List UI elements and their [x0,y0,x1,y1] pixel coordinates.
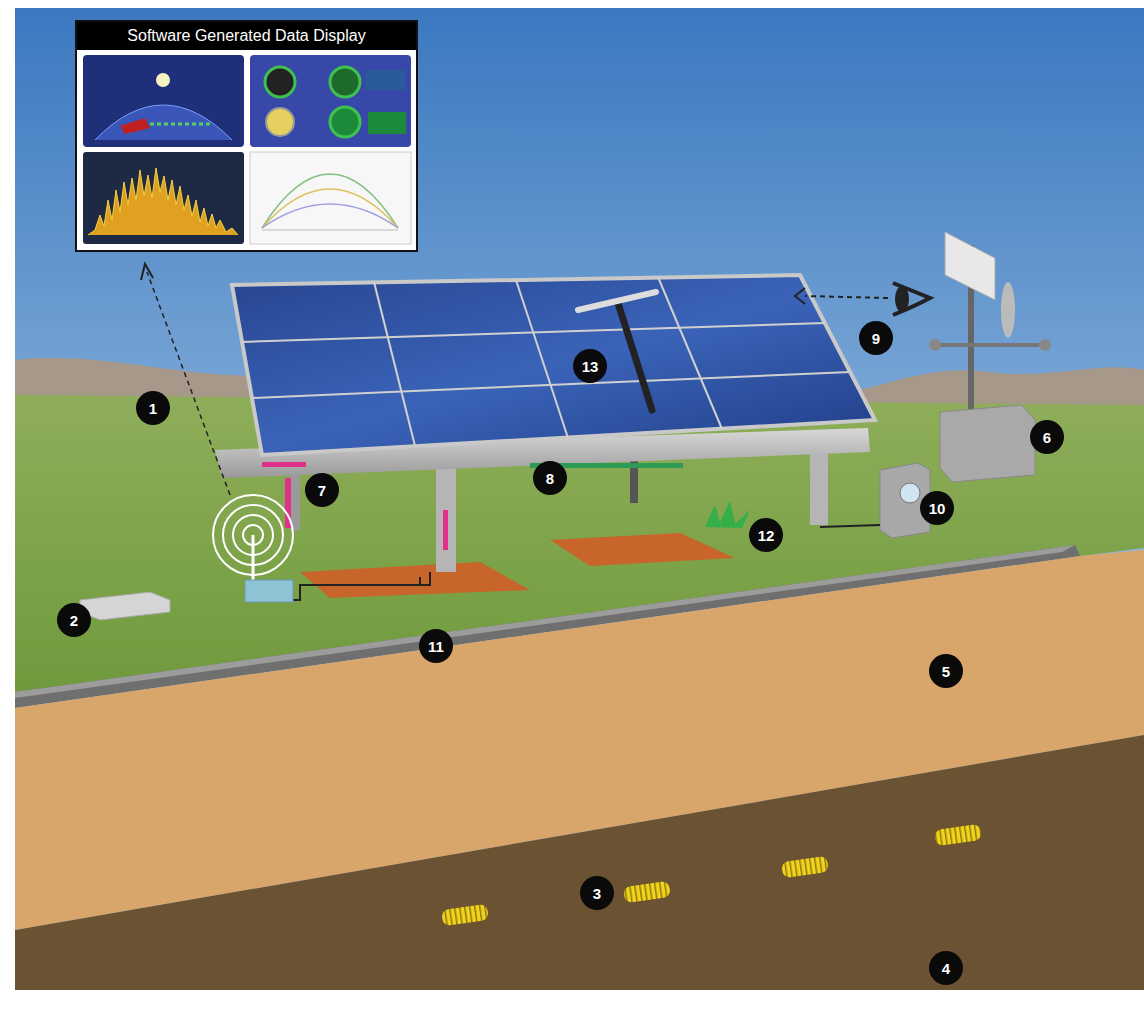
callout-number: 13 [582,359,599,374]
screen-graphic [262,189,398,228]
buried-sensors [441,824,982,926]
panel-surface [232,275,875,455]
callout-circle: 6 [1030,420,1064,454]
anemometer-arm [935,343,1045,347]
sensor-housing [1001,282,1015,338]
wire [400,577,420,585]
screen-panel [250,55,411,147]
screen-panel [83,55,244,147]
sensor-bar [443,510,448,550]
callout-circle: 3 [580,876,614,910]
screen-gauge [330,67,360,97]
panel-grid [242,323,825,342]
wire [270,572,430,600]
weather-box [940,405,1035,482]
subsoil-layer [15,735,1144,990]
callout-circle: 9 [859,321,893,355]
data-link-arrowhead [141,264,153,280]
sensor-bar [262,462,306,467]
sky [15,8,1144,990]
stand-leg [630,455,638,503]
callout-number: 7 [318,483,326,498]
screen-gauge [266,108,294,136]
antenna [252,535,255,582]
solar-panel [232,275,875,455]
callout-circle: 11 [419,629,453,663]
meter-box [820,463,930,538]
callout-circle: 7 [305,473,339,507]
screen-graphic [88,168,238,235]
callout-number: 10 [929,501,946,516]
stand-leg [436,468,456,572]
callout-circle: 5 [929,654,963,688]
callout-number: 9 [872,331,880,346]
callout-circle: 2 [57,603,91,637]
squeegee-handle [618,303,652,410]
callout-number: 4 [942,961,950,976]
screen-readout [365,70,405,90]
screen-panel [83,152,244,244]
callout-circle: 1 [136,391,170,425]
data-link-arrow [147,272,230,495]
screen-graphic [150,123,210,126]
callout-number: 5 [942,664,950,679]
screen-gauge [265,67,295,97]
callout-number: 1 [149,401,157,416]
screen-graphic [120,118,150,134]
panel-grid [252,372,850,398]
grass-tuft [705,500,750,528]
screen-gauge [330,107,360,137]
panel-title: Software Generated Data Display [77,22,416,50]
screen-axis [262,230,398,231]
data-display-panel: Software Generated Data Display [75,20,418,252]
buried-sensor [781,856,829,878]
wire [820,525,880,527]
callout-number: 12 [758,528,775,543]
eye-outline [893,283,930,315]
screen-graphic [262,174,398,228]
inset-ground [76,21,416,250]
callout-circle: 4 [929,951,963,985]
wireless-transmitter [141,264,293,602]
callout-number: 11 [428,639,444,654]
data-display-screens [76,21,416,250]
buried-sensor [934,824,982,846]
soil-plot [300,562,530,598]
callout-number: 2 [70,613,78,628]
screen-readout [368,112,406,134]
view-arrowhead [795,288,805,304]
meter-window [900,483,920,503]
panel-grid [658,277,722,429]
callout-number: 8 [546,471,554,486]
callout-circle: 12 [749,518,783,552]
anemometer-cup [1039,339,1051,351]
screen-graphic [262,204,398,228]
soil-plot [550,533,735,566]
squeegee-blade [578,292,656,310]
view-arrow [805,296,888,298]
panel-grid [374,282,415,446]
callout-number: 6 [1043,430,1051,445]
screen-graphic [95,105,232,140]
observer-eye [795,283,930,315]
buried-sensor [441,904,489,926]
callout-circle: 10 [920,491,954,525]
ground-slab [80,592,170,620]
transmitter-box [245,580,293,602]
callout-circle: 8 [533,461,567,495]
wind-vane [945,232,995,300]
eye-pupil [895,286,909,312]
panel-grid [516,280,568,438]
stand-leg [290,468,300,530]
callout-circle: 13 [573,349,607,383]
anemometer-cup [929,339,941,351]
buried-sensor [623,881,671,903]
screen-graphic [156,73,170,87]
callout-number: 3 [593,886,601,901]
screen-panel [250,152,411,244]
